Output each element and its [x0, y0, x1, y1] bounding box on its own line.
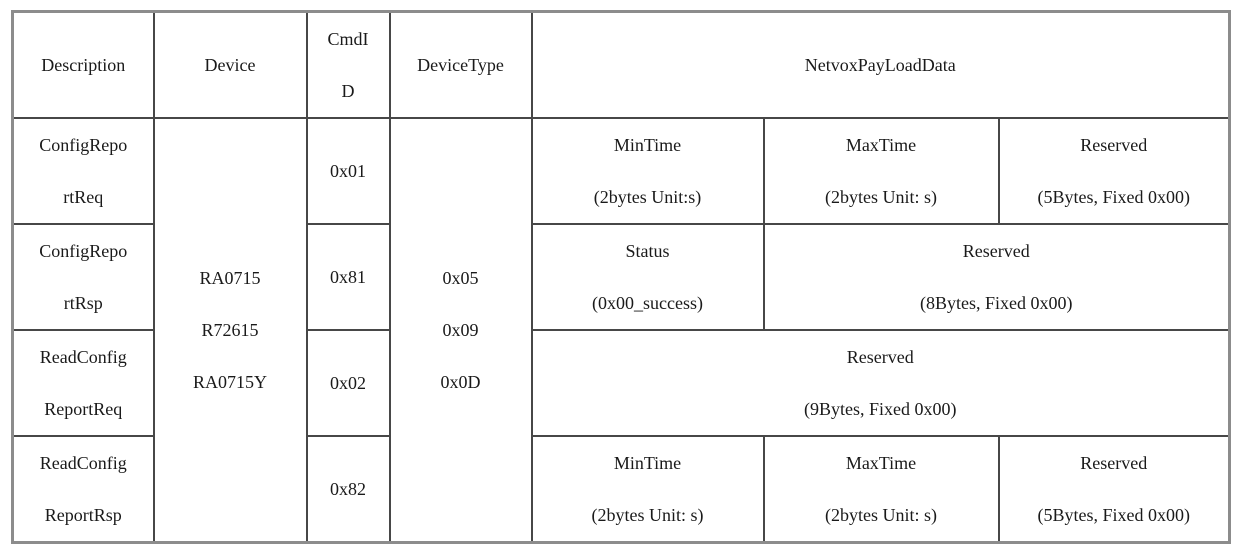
payload-field-title: Reserved — [846, 347, 914, 367]
payload-field-detail: (9Bytes, Fixed 0x00) — [804, 399, 957, 419]
cell-description-readconfigreportrsp: ReadConfig ReportRsp — [11, 435, 155, 544]
col-header-cmdid: CmdI D — [305, 10, 391, 119]
cell-payload-r1-maxtime: MaxTime (2bytes Unit: s) — [762, 117, 1000, 225]
col-header-description: Description — [11, 10, 155, 119]
col-header-payload-label: NetvoxPayLoadData — [804, 55, 956, 75]
cmdid-text: 0x01 — [330, 161, 366, 181]
cell-device-models: RA0715 R72615 RA0715Y — [152, 117, 308, 544]
cell-payload-r1-reserved: Reserved (5Bytes, Fixed 0x00) — [997, 117, 1231, 225]
cmdid-text: 0x81 — [330, 267, 366, 287]
payload-field-title: Reserved — [1080, 453, 1148, 473]
col-header-cmdid-label: CmdI D — [327, 29, 369, 101]
payload-field-title: MinTime — [613, 453, 682, 473]
payload-field-detail: (2bytes Unit: s) — [825, 187, 937, 207]
description-text: ReadConfig ReportRsp — [39, 453, 127, 525]
cell-payload-r2-reserved: Reserved (8Bytes, Fixed 0x00) — [762, 223, 1231, 331]
payload-field-title: Reserved — [1080, 135, 1148, 155]
cell-cmdid-configreportreq: 0x01 — [305, 117, 391, 225]
payload-field-title: MinTime — [613, 135, 682, 155]
payload-field-detail: (0x00_success) — [592, 293, 703, 313]
col-header-payload: NetvoxPayLoadData — [530, 10, 1231, 119]
table-row-configreportreq: ConfigRepo rtReq RA0715 R72615 RA0715Y 0… — [11, 117, 1231, 544]
payload-field-detail: (8Bytes, Fixed 0x00) — [920, 293, 1073, 313]
table-row-readconfigreportrsp: ReadConfig ReportRsp 0x82 MinTime (2byte… — [11, 435, 1231, 544]
payload-field-detail: (5Bytes, Fixed 0x00) — [1037, 187, 1191, 207]
cell-payload-r4-maxtime: MaxTime (2bytes Unit: s) — [762, 435, 1000, 544]
description-text: ConfigRepo rtRsp — [39, 241, 128, 313]
table-row-readconfigreportreq: ReadConfig ReportReq 0x02 Reserved (9Byt… — [11, 329, 1231, 437]
cell-cmdid-readconfigreportreq: 0x02 — [305, 329, 391, 437]
cell-payload-r1-mintime: MinTime (2bytes Unit:s) — [530, 117, 765, 225]
payload-field-title: Status — [625, 241, 670, 261]
payload-field-title: MaxTime — [845, 453, 917, 473]
device-models-text: RA0715 R72615 RA0715Y — [192, 268, 267, 392]
cell-payload-r2-status: Status (0x00_success) — [530, 223, 765, 331]
cell-payload-r3-reserved: Reserved (9Bytes, Fixed 0x00) — [530, 329, 1231, 437]
cmdid-text: 0x82 — [330, 479, 366, 499]
payload-field-detail: (2bytes Unit: s) — [825, 505, 937, 525]
cell-cmdid-configreportrsp: 0x81 — [305, 223, 391, 331]
description-text: ConfigRepo rtReq — [39, 135, 128, 207]
col-header-device: Device — [152, 10, 308, 119]
payload-field-title: MaxTime — [845, 135, 917, 155]
cmdid-text: 0x02 — [330, 373, 366, 393]
col-header-devicetype-label: DeviceType — [417, 55, 504, 75]
payload-field-title: Reserved — [962, 241, 1030, 261]
cell-description-configreportreq: ConfigRepo rtReq — [11, 117, 155, 225]
cell-description-configreportrsp: ConfigRepo rtRsp — [11, 223, 155, 331]
col-header-description-label: Description — [41, 55, 126, 75]
cell-description-readconfigreportreq: ReadConfig ReportReq — [11, 329, 155, 437]
cell-payload-r4-reserved: Reserved (5Bytes, Fixed 0x00) — [997, 435, 1231, 544]
payload-definition-table: Description Device CmdI D DeviceType Net… — [11, 10, 1232, 544]
col-header-device-label: Device — [204, 55, 256, 75]
payload-field-detail: (2bytes Unit:s) — [593, 187, 702, 207]
cell-devicetype-values: 0x05 0x09 0x0D — [388, 117, 533, 544]
header-row: Description Device CmdI D DeviceType Net… — [11, 10, 1231, 119]
payload-field-detail: (2bytes Unit: s) — [591, 505, 704, 525]
description-text: ReadConfig ReportReq — [39, 347, 127, 419]
cell-payload-r4-mintime: MinTime (2bytes Unit: s) — [530, 435, 765, 544]
table-row-configreportrsp: ConfigRepo rtRsp 0x81 Status (0x00_succe… — [11, 223, 1231, 331]
cell-cmdid-readconfigreportrsp: 0x82 — [305, 435, 391, 544]
col-header-devicetype: DeviceType — [388, 10, 533, 119]
devicetype-values-text: 0x05 0x09 0x0D — [440, 268, 481, 392]
payload-field-detail: (5Bytes, Fixed 0x00) — [1037, 505, 1191, 525]
